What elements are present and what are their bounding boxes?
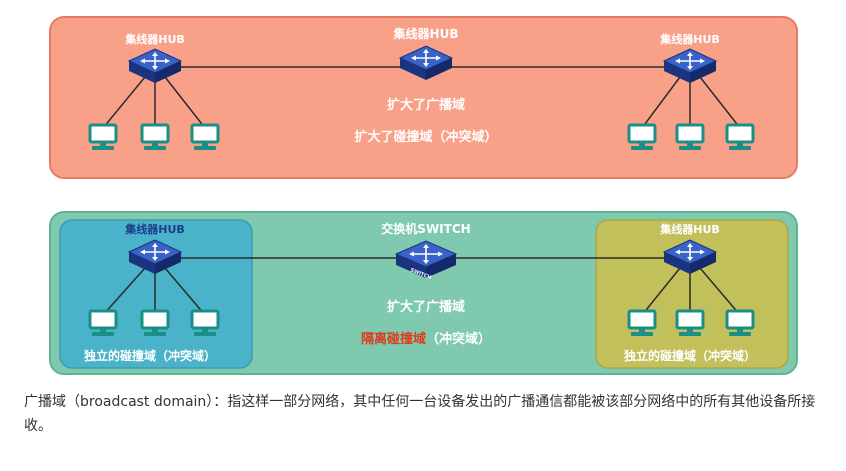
top-panel (49, 16, 798, 179)
top-hub-right-label: 集线器HUB (659, 32, 720, 46)
bottom-switch-label: 交换机SWITCH (381, 221, 470, 236)
isolate-collision-highlight: 隔离碰撞域 (361, 331, 426, 347)
bottom-hub-left-label: 集线器HUB (124, 222, 185, 236)
top-hub-left-label: 集线器HUB (124, 32, 185, 46)
computer-icon (675, 123, 705, 152)
computer-icon (627, 123, 657, 152)
top-collision-label: 扩大了碰撞域（冲突域） (354, 129, 497, 145)
computer-icon (88, 123, 118, 152)
bottom-collision-label: 隔离碰撞域（冲突域） (361, 331, 491, 347)
right-domain-label: 独立的碰撞域（冲突域） (623, 348, 756, 363)
broadcast-domain-definition: 广播域（broadcast domain）：指这样一部分网络，其中任何一台设备发… (24, 394, 816, 434)
computer-icon (140, 309, 170, 338)
collision-domain-suffix: （冲突域） (426, 331, 491, 347)
computer-icon (675, 309, 705, 338)
bottom-hub-right-label: 集线器HUB (659, 222, 720, 236)
top-hub-center-label: 集线器HUB (393, 26, 459, 41)
computer-icon (190, 309, 220, 338)
computer-icon (88, 309, 118, 338)
computer-icon (627, 309, 657, 338)
left-domain-label: 独立的碰撞域（冲突域） (83, 348, 216, 363)
computer-icon (140, 123, 170, 152)
top-broadcast-label: 扩大了广播域 (387, 97, 465, 113)
computer-icon (725, 123, 755, 152)
computer-icon (190, 123, 220, 152)
computer-icon (725, 309, 755, 338)
bottom-broadcast-label: 扩大了广播域 (387, 299, 465, 315)
network-diagram: 集线器HUB 集线器HUB 集线器HUB 扩大了广播域 扩大了碰撞域（冲突域） … (49, 16, 798, 375)
